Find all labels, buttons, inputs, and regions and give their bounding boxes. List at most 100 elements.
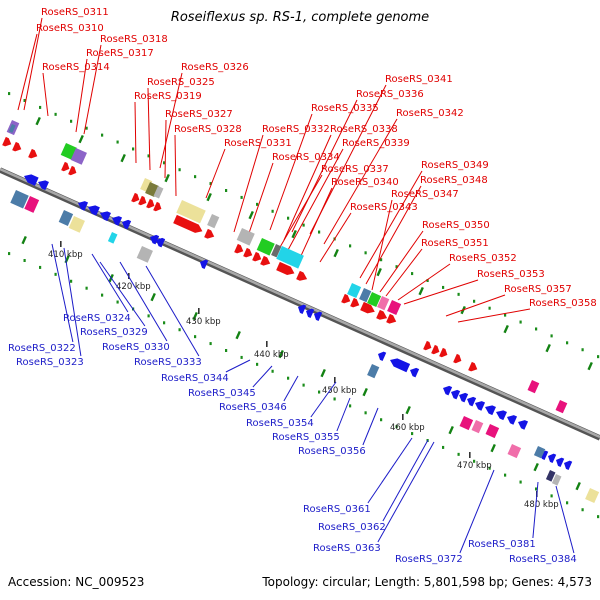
- gene-feature[interactable]: [507, 444, 522, 459]
- reverse-gene-label[interactable]: RoseRS_0361: [303, 504, 371, 515]
- reverse-gene[interactable]: [36, 178, 49, 191]
- forward-gene-label[interactable]: RoseRS_0310: [36, 23, 104, 34]
- reverse-gene-label[interactable]: RoseRS_0330: [102, 342, 170, 353]
- reverse-gene[interactable]: [408, 366, 420, 378]
- forward-gene-label[interactable]: RoseRS_0335: [311, 103, 379, 114]
- reverse-gene[interactable]: [546, 452, 557, 463]
- reverse-gene[interactable]: [516, 418, 529, 430]
- forward-gene-label[interactable]: RoseRS_0327: [165, 109, 233, 120]
- reverse-gene[interactable]: [388, 356, 411, 373]
- forward-gene-label[interactable]: RoseRS_0343: [350, 202, 418, 213]
- gene-feature[interactable]: [459, 416, 474, 431]
- gene-feature[interactable]: [347, 283, 362, 299]
- forward-gene[interactable]: [431, 344, 441, 356]
- reverse-gene[interactable]: [76, 199, 89, 211]
- forward-gene[interactable]: [138, 195, 148, 207]
- gene-feature[interactable]: [176, 200, 206, 224]
- gene-feature[interactable]: [485, 423, 500, 439]
- forward-gene-label[interactable]: RoseRS_0318: [100, 34, 168, 45]
- gene-feature[interactable]: [276, 245, 304, 269]
- forward-gene-label[interactable]: RoseRS_0319: [134, 91, 202, 102]
- forward-gene-label[interactable]: RoseRS_0314: [42, 62, 110, 73]
- gene-feature[interactable]: [140, 178, 153, 193]
- gene-feature[interactable]: [70, 148, 87, 165]
- forward-gene-label[interactable]: RoseRS_0341: [385, 74, 453, 85]
- reverse-gene[interactable]: [22, 172, 39, 186]
- forward-gene[interactable]: [341, 293, 352, 305]
- reverse-gene-label[interactable]: RoseRS_0362: [318, 522, 386, 533]
- gene-feature[interactable]: [136, 245, 153, 263]
- gene-feature[interactable]: [153, 186, 164, 199]
- forward-gene-label[interactable]: RoseRS_0342: [396, 108, 464, 119]
- gene-feature[interactable]: [367, 292, 382, 308]
- gene-feature[interactable]: [207, 214, 220, 229]
- forward-gene-label[interactable]: RoseRS_0350: [422, 220, 490, 231]
- gene-feature[interactable]: [527, 380, 540, 394]
- forward-gene[interactable]: [468, 361, 479, 373]
- forward-gene-label[interactable]: RoseRS_0340: [331, 177, 399, 188]
- reverse-gene[interactable]: [312, 310, 323, 321]
- forward-gene-label[interactable]: RoseRS_0353: [477, 269, 545, 280]
- gene-feature[interactable]: [107, 231, 118, 244]
- gene-feature[interactable]: [236, 227, 255, 246]
- forward-gene[interactable]: [68, 165, 78, 177]
- gene-feature[interactable]: [8, 123, 16, 133]
- reverse-gene[interactable]: [554, 456, 565, 467]
- reverse-gene[interactable]: [198, 258, 209, 269]
- gene-feature[interactable]: [545, 470, 556, 482]
- forward-gene-label[interactable]: RoseRS_0336: [356, 89, 424, 100]
- reverse-gene-label[interactable]: RoseRS_0344: [161, 373, 229, 384]
- reverse-gene[interactable]: [473, 399, 486, 411]
- reverse-gene-label[interactable]: RoseRS_0333: [134, 357, 202, 368]
- forward-gene-label[interactable]: RoseRS_0326: [181, 62, 249, 73]
- forward-gene[interactable]: [453, 353, 463, 365]
- reverse-gene-label[interactable]: RoseRS_0356: [298, 446, 366, 457]
- forward-gene-label[interactable]: RoseRS_0357: [504, 284, 572, 295]
- reverse-gene[interactable]: [120, 218, 132, 230]
- reverse-gene-label[interactable]: RoseRS_0363: [313, 543, 381, 554]
- forward-gene[interactable]: [28, 148, 39, 160]
- gene-feature[interactable]: [387, 300, 402, 316]
- gene-feature[interactable]: [551, 474, 562, 486]
- forward-gene[interactable]: [234, 243, 245, 255]
- forward-gene[interactable]: [153, 201, 163, 213]
- reverse-gene-label[interactable]: RoseRS_0345: [188, 388, 256, 399]
- forward-gene-label[interactable]: RoseRS_0332: [262, 124, 330, 135]
- gene-feature[interactable]: [471, 419, 484, 434]
- forward-gene[interactable]: [131, 192, 141, 204]
- forward-gene-label[interactable]: RoseRS_0349: [421, 160, 489, 171]
- forward-gene-label[interactable]: RoseRS_0337: [321, 164, 389, 175]
- reverse-gene[interactable]: [148, 233, 160, 245]
- gene-feature[interactable]: [359, 287, 372, 303]
- forward-gene[interactable]: [276, 261, 296, 278]
- gene-feature[interactable]: [24, 196, 40, 213]
- reverse-gene-label[interactable]: RoseRS_0323: [16, 357, 84, 368]
- reverse-gene[interactable]: [110, 214, 123, 226]
- forward-gene[interactable]: [386, 313, 398, 326]
- reverse-gene[interactable]: [376, 350, 387, 361]
- forward-gene-label[interactable]: RoseRS_0311: [41, 7, 109, 18]
- reverse-gene[interactable]: [296, 303, 307, 314]
- forward-gene[interactable]: [243, 247, 254, 259]
- forward-gene-label[interactable]: RoseRS_0352: [449, 253, 517, 264]
- gene-feature[interactable]: [58, 210, 74, 226]
- forward-gene[interactable]: [252, 251, 263, 263]
- forward-gene-label[interactable]: RoseRS_0339: [342, 138, 410, 149]
- forward-gene-label[interactable]: RoseRS_0338: [330, 124, 398, 135]
- reverse-gene[interactable]: [494, 408, 507, 421]
- forward-gene-label[interactable]: RoseRS_0351: [421, 238, 489, 249]
- reverse-gene-label[interactable]: RoseRS_0329: [80, 327, 148, 338]
- reverse-gene[interactable]: [304, 307, 315, 318]
- reverse-gene-label[interactable]: RoseRS_0384: [509, 554, 577, 565]
- gene-feature[interactable]: [585, 488, 600, 504]
- gene-feature[interactable]: [68, 216, 85, 233]
- gene-feature[interactable]: [377, 296, 390, 311]
- reverse-gene[interactable]: [86, 203, 100, 216]
- reverse-gene-label[interactable]: RoseRS_0355: [272, 432, 340, 443]
- forward-gene[interactable]: [350, 297, 361, 309]
- reverse-gene-label[interactable]: RoseRS_0372: [395, 554, 463, 565]
- reverse-gene[interactable]: [98, 209, 111, 222]
- forward-gene[interactable]: [423, 340, 433, 352]
- forward-gene-label[interactable]: RoseRS_0334: [272, 152, 340, 163]
- reverse-gene[interactable]: [154, 236, 166, 248]
